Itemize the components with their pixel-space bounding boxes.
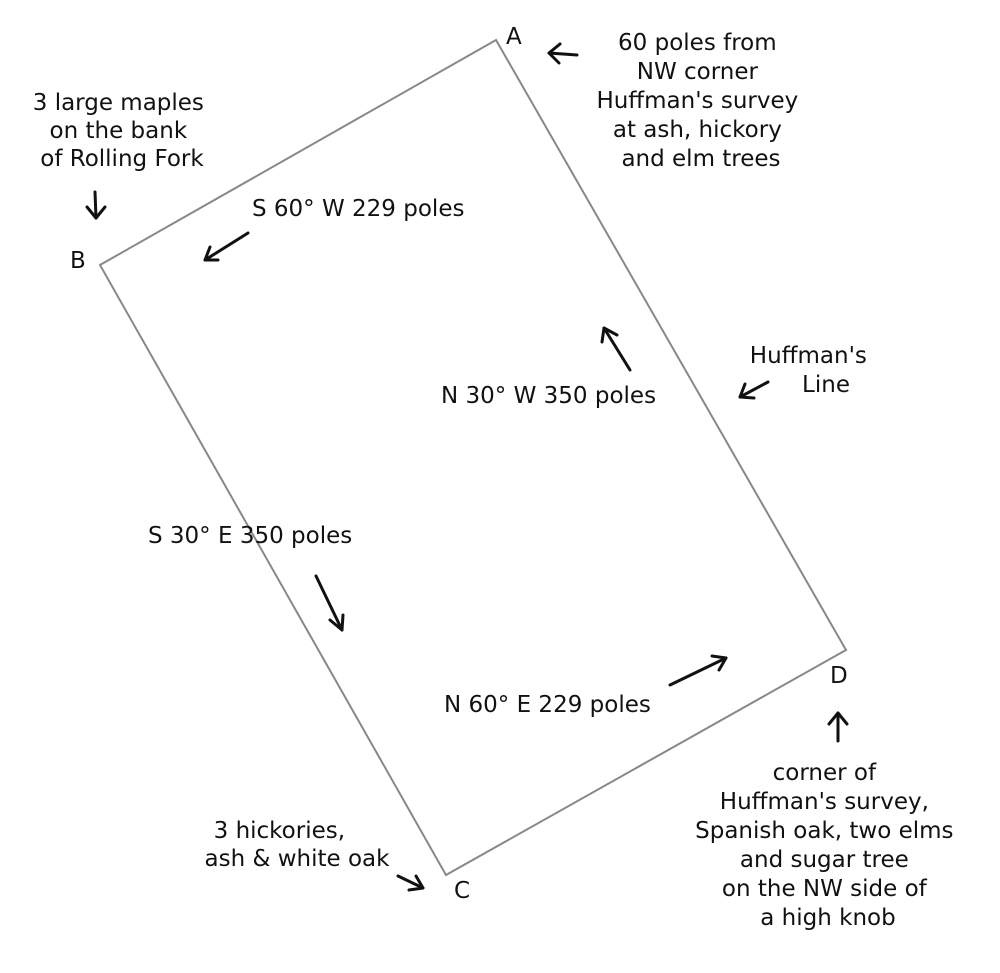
corner-d-note-line: a high knob bbox=[760, 905, 895, 931]
corner-a-label: A bbox=[506, 24, 522, 50]
corner-c-note-line: ash & white oak bbox=[205, 846, 391, 872]
svg-text:Huffman's Line: Huffman's Line bbox=[750, 343, 874, 398]
corner-b-note-line: on the bank bbox=[50, 118, 188, 144]
bearing-da-label: N 30° W 350 poles bbox=[441, 383, 656, 409]
corner-d-note-line: and sugar tree bbox=[740, 847, 909, 873]
corner-d-note-line: on the NW side of bbox=[722, 876, 928, 902]
corner-c-pointer-arrow bbox=[396, 874, 425, 892]
corner-b-label: B bbox=[70, 248, 86, 274]
bearing-ab-direction-arrow bbox=[203, 231, 250, 262]
corner-d-note-line: Huffman's survey, bbox=[720, 789, 929, 815]
corner-b-note-line: 3 large maples bbox=[33, 90, 204, 116]
huffmans-line-pointer-arrow bbox=[738, 380, 770, 400]
bearing-da-direction-arrow bbox=[600, 326, 632, 372]
huffmans-line-label: Huffman's Line bbox=[750, 343, 874, 398]
corner-a-note-line: Huffman's survey bbox=[596, 88, 798, 114]
huffmans-line-label-line: Huffman's bbox=[750, 343, 867, 369]
corner-b-note-line: of Rolling Fork bbox=[40, 146, 204, 172]
corner-a-note-line: at ash, hickory bbox=[613, 117, 782, 143]
property-boundary bbox=[98, 38, 848, 877]
svg-text:3 large maples on the ba: 3 large maples on the bank of Rolling Fo… bbox=[33, 90, 211, 172]
bearing-ab-label: S 60° W 229 poles bbox=[252, 196, 464, 222]
bearing-bc-label: S 30° E 350 poles bbox=[148, 523, 352, 549]
svg-text:corner of Huffman's surv: corner of Huffman's survey, Spanish oak,… bbox=[695, 760, 961, 931]
svg-text:60 poles from NW corner: 60 poles from NW corner Huffman's survey… bbox=[596, 30, 805, 172]
corner-d-label: D bbox=[830, 663, 848, 689]
bearing-cd-label: N 60° E 229 poles bbox=[444, 692, 651, 718]
corner-c-label: C bbox=[454, 878, 470, 904]
svg-text:3 hickories, ash & white: 3 hickories, ash & white oak bbox=[205, 818, 391, 872]
corner-d-pointer-arrow bbox=[827, 711, 849, 743]
corner-d-note-line: Spanish oak, two elms bbox=[695, 818, 953, 844]
corner-a-note: 60 poles from NW corner Huffman's survey… bbox=[596, 30, 805, 172]
corner-a-note-line: and elm trees bbox=[621, 146, 780, 172]
corner-b-note: 3 large maples on the bank of Rolling Fo… bbox=[33, 90, 211, 172]
corner-a-note-line: NW corner bbox=[637, 59, 759, 85]
bearing-cd-direction-arrow bbox=[668, 654, 728, 687]
corner-a-pointer-arrow bbox=[547, 42, 579, 65]
corner-c-note: 3 hickories, ash & white oak bbox=[205, 818, 391, 872]
bearing-bc-direction-arrow bbox=[314, 574, 345, 632]
corner-b-pointer-arrow bbox=[85, 190, 107, 220]
corner-d-note: corner of Huffman's survey, Spanish oak,… bbox=[695, 760, 961, 931]
corner-a-note-line: 60 poles from bbox=[618, 30, 777, 56]
corner-d-note-line: corner of bbox=[773, 760, 877, 786]
corner-c-note-line: 3 hickories, bbox=[214, 818, 345, 844]
huffmans-line-label-line: Line bbox=[802, 372, 850, 398]
